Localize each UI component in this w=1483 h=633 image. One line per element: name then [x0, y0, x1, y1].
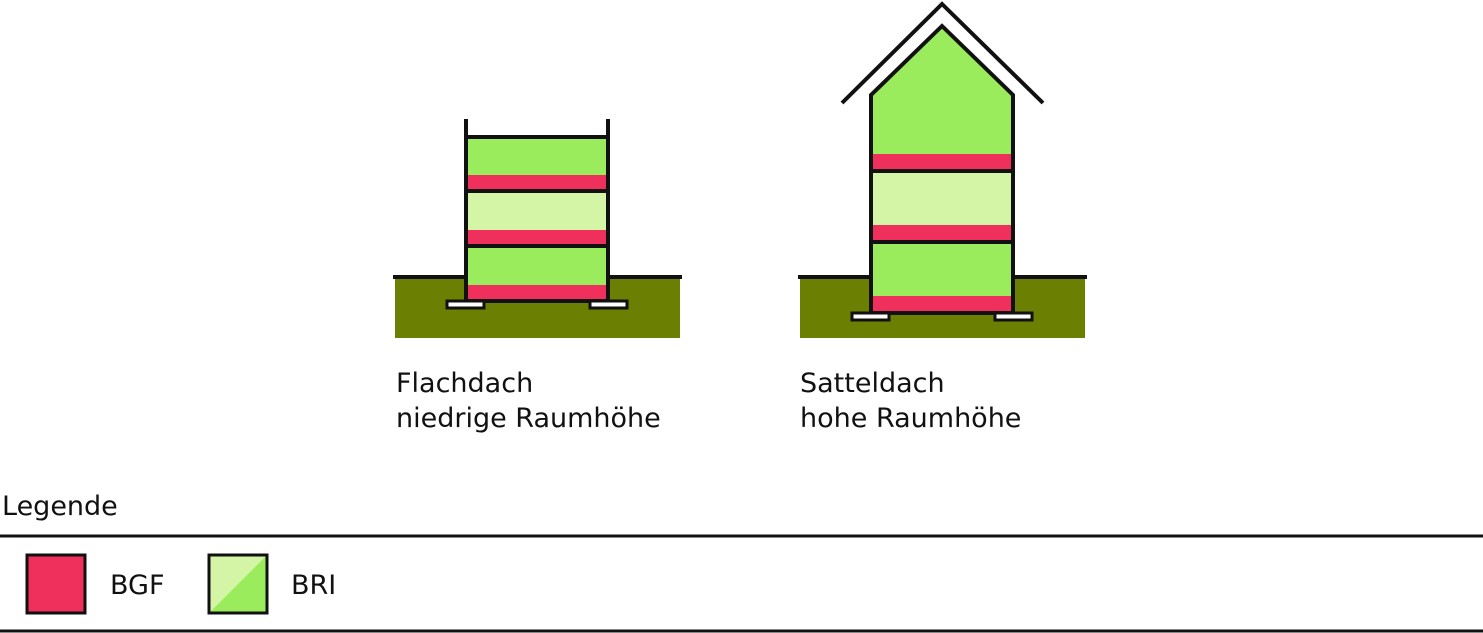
storey-bri-attic [871, 26, 1013, 155]
slab-bgf-middle [871, 225, 1013, 242]
gable-roof [840, 1, 1045, 105]
foundation-right [588, 299, 629, 310]
slab-bgf-top [466, 175, 608, 191]
storey-bri-top [466, 137, 608, 176]
house-flat-roof: Flachdach niedrige Raumhöhe [393, 119, 682, 434]
slab-bgf-top [871, 154, 1013, 171]
bri-swatch-full-half [209, 555, 267, 613]
house-caption-line2: niedrige Raumhöhe [396, 403, 661, 434]
foundation-left [445, 299, 486, 310]
storey-bri-middle [871, 171, 1013, 226]
legend-label-bgf: BGF [110, 570, 165, 601]
house-caption-line1: Flachdach [396, 368, 533, 399]
slab-bgf-ground [466, 285, 608, 301]
house-gable-roof: Satteldach hohe Raumhöhe [798, 1, 1087, 434]
bri-swatch-icon [207, 553, 269, 615]
storey-bri-middle [466, 191, 608, 231]
storey-bri-ground [871, 242, 1013, 297]
storey-bri-ground [466, 246, 608, 286]
legend: Legende BGF BRI [0, 491, 1483, 633]
bri-swatch-border [207, 553, 269, 615]
foundation-left [850, 311, 891, 322]
legend-label-bri: BRI [291, 570, 336, 601]
foundation-right [993, 311, 1034, 322]
legend-title: Legende [2, 491, 118, 522]
bgf-swatch-icon [25, 553, 87, 615]
house-caption-line1: Satteldach [800, 368, 945, 399]
house-caption-line2: hohe Raumhöhe [800, 403, 1021, 434]
house-outline [869, 23, 1015, 314]
slab-bgf-middle [466, 230, 608, 246]
slab-bgf-ground [871, 296, 1013, 313]
